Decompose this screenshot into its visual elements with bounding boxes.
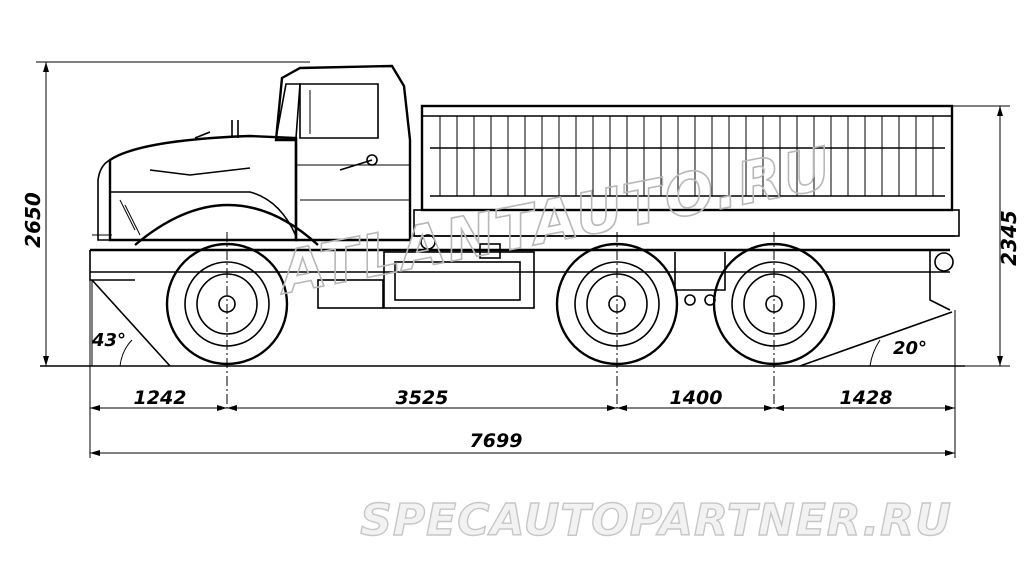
departure-angle-lines	[799, 311, 953, 367]
watermark-bottom: SPECAUTOPARTNER.RU	[360, 495, 952, 546]
departure-angle-label: 20°	[893, 338, 927, 359]
dimension-lines	[36, 61, 1010, 458]
wheelbase-rear-label: 1400	[670, 387, 723, 409]
wheelbase-front-label: 3525	[396, 387, 449, 409]
overall-length-label: 7699	[470, 430, 523, 452]
cargo-body-slats	[439, 116, 934, 196]
approach-angle-lines	[91, 279, 171, 367]
platform-height-label: 2345	[997, 210, 1021, 266]
rear-overhang-label: 1428	[840, 387, 893, 409]
truck-outline	[89, 64, 960, 311]
approach-angle-label: 43°	[91, 330, 126, 351]
front-overhang-label: 1242	[134, 387, 187, 409]
overall-height-label: 2650	[21, 192, 45, 248]
